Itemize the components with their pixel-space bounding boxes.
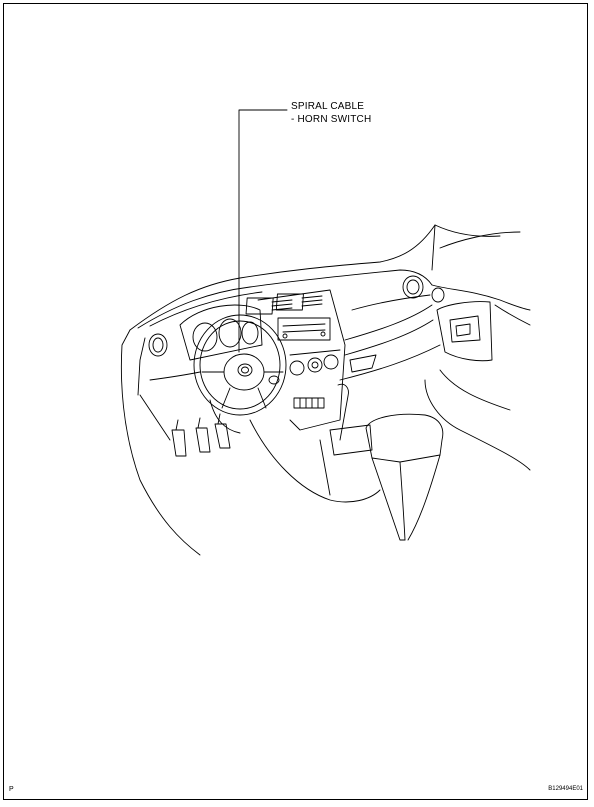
climate-knob-center [307, 357, 323, 373]
door-handle [449, 315, 481, 343]
center-stack [257, 289, 346, 431]
figure-id: B129494E01 [548, 786, 583, 792]
callout-label: SPIRAL CABLE - HORN SWITCH [291, 100, 371, 126]
callout-line-1: SPIRAL CABLE [291, 101, 365, 112]
climate-knob-right [323, 354, 339, 370]
callout-line-2: - HORN SWITCH [291, 114, 372, 125]
pedal-center [195, 427, 211, 453]
callout-leader-line [238, 109, 288, 353]
passenger-air-vent [402, 275, 424, 299]
shift-lever [337, 383, 349, 441]
pedal-left [171, 429, 187, 457]
corner-mark: P [9, 786, 14, 793]
steering-wheel-hub [223, 353, 265, 391]
climate-knob-left [289, 360, 305, 376]
windshield-edge [129, 224, 436, 331]
door-panel [431, 284, 531, 311]
pedal-right [214, 423, 231, 449]
left-air-vent [148, 333, 168, 357]
steering-wheel [193, 314, 287, 416]
center-vent-right [275, 293, 304, 311]
dashboard-top [137, 269, 433, 329]
figure-frame [3, 3, 588, 800]
horn-pad-emblem [237, 363, 253, 377]
instrument-cluster-hood [179, 304, 263, 361]
center-console-box [365, 413, 444, 463]
audio-unit [277, 317, 331, 341]
